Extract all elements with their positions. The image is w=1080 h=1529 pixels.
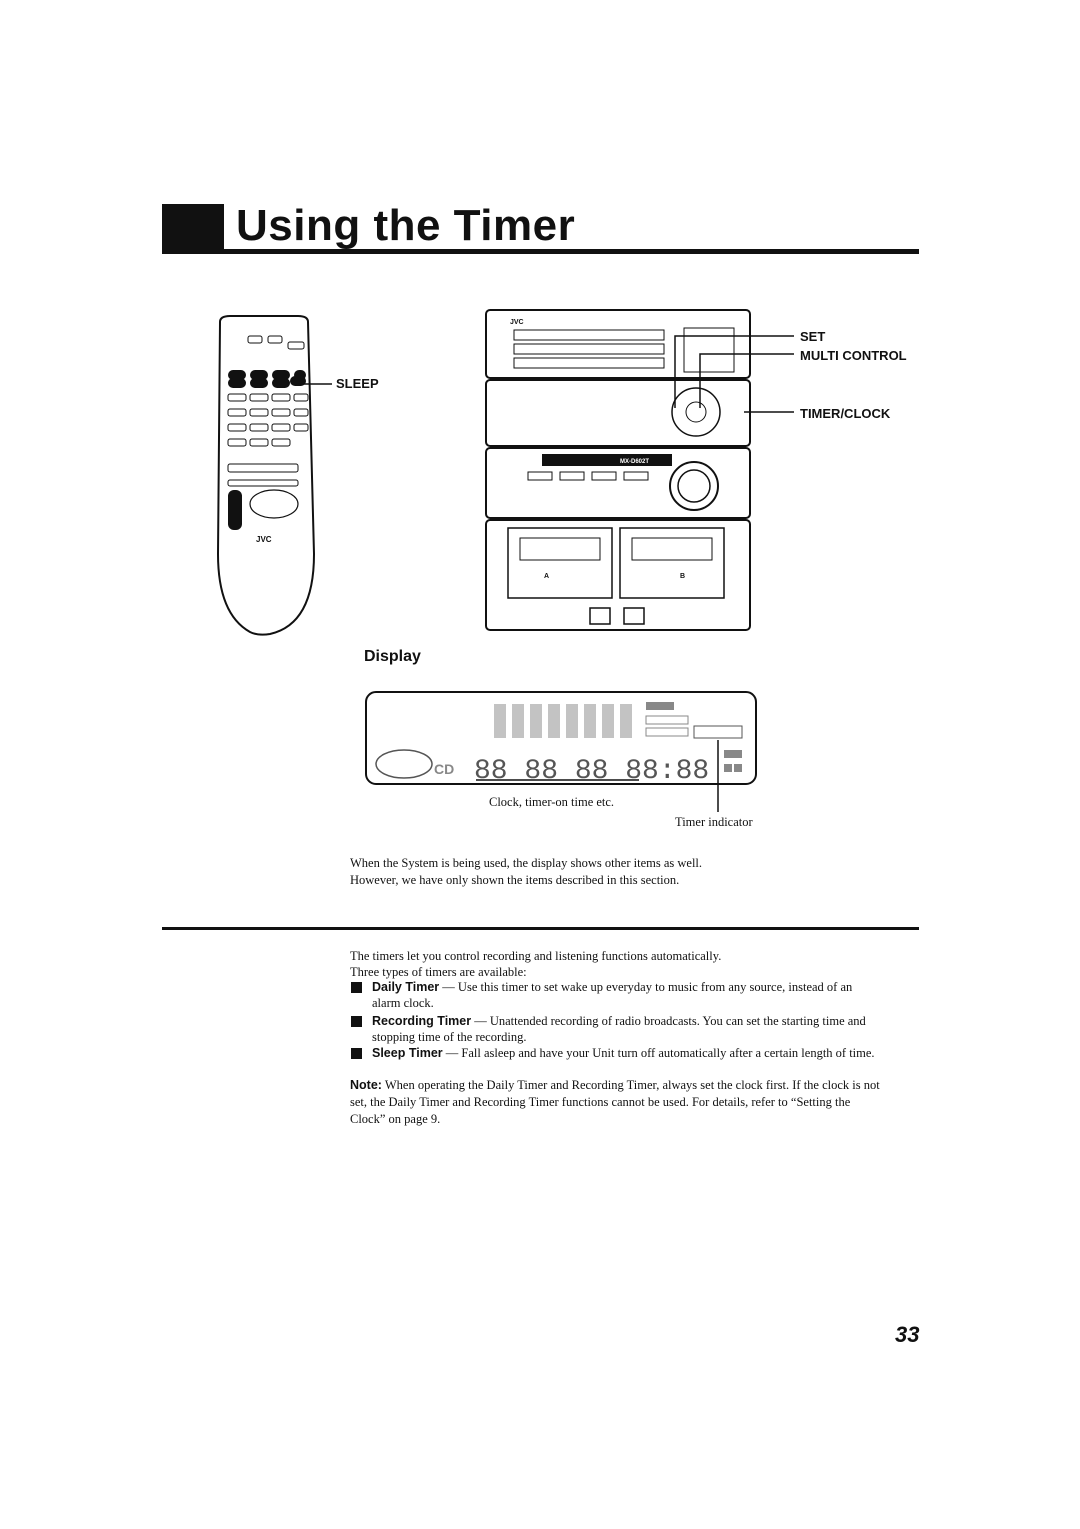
sleep-timer-name: Sleep Timer (372, 1046, 443, 1060)
note-line-2: set, the Daily Timer and Recording Timer… (350, 1095, 851, 1109)
daily-timer-name: Daily Timer (372, 980, 440, 994)
title-rule (162, 249, 919, 254)
deck-b-label: B (680, 573, 685, 580)
page-title: Using the Timer (236, 201, 576, 250)
display-digits: 88 88 88 88:88 (474, 756, 709, 787)
sleep-callout: SLEEP (336, 376, 379, 391)
recording-timer-text: — Unattended recording of radio broadcas… (471, 1014, 866, 1028)
sleep-timer-text: — Fall asleep and have your Unit turn of… (442, 1046, 875, 1060)
daily-timer-item: Daily Timer — Use this timer to set wake… (372, 979, 852, 995)
recording-timer-text-2: stopping time of the recording. (372, 1030, 527, 1044)
clock-caption: Clock, timer-on time etc. (489, 795, 615, 809)
section-rule (162, 927, 919, 930)
note-line-3: Clock” on page 9. (350, 1112, 441, 1126)
timer-indicator-caption: Timer indicator (675, 815, 753, 829)
daily-timer-text: — Use this timer to set wake up everyday… (439, 980, 853, 994)
page-number: 33 (895, 1322, 920, 1347)
display-heading: Display (364, 648, 421, 665)
note-label: Note: (350, 1078, 382, 1092)
sleep-leader-line (296, 383, 332, 385)
cd-label: CD (434, 761, 454, 777)
unit-brand: JVC (510, 319, 524, 326)
note-line-1: Note: When operating the Daily Timer and… (350, 1077, 880, 1093)
bullet-icon (351, 1048, 362, 1059)
title-block (162, 204, 224, 250)
unit-leader-lines (674, 335, 794, 413)
bullet-icon (351, 982, 362, 993)
intro-line-2: Three types of timers are available: (350, 965, 527, 979)
remote-control-illustration: JVC (216, 315, 316, 636)
unit-model: MX-D602T (620, 459, 649, 465)
timer-indicator-leader (717, 740, 719, 812)
display-panel-illustration: CD 88 88 88 88:88 (365, 691, 757, 787)
sleep-timer-item: Sleep Timer — Fall asleep and have your … (372, 1045, 875, 1061)
multi-control-callout: MULTI CONTROL (800, 348, 907, 363)
daily-timer-text-2: alarm clock. (372, 996, 434, 1010)
recording-timer-name: Recording Timer (372, 1014, 472, 1028)
recording-timer-item: Recording Timer — Unattended recording o… (372, 1013, 866, 1029)
remote-brand: JVC (256, 535, 272, 544)
main-unit-illustration: MX-D602T A B JVC (485, 309, 751, 631)
set-callout: SET (800, 329, 826, 344)
display-note-line-1: When the System is being used, the displ… (350, 856, 703, 870)
timer-clock-callout: TIMER/CLOCK (800, 406, 891, 421)
display-note-line-2: However, we have only shown the items de… (350, 873, 680, 887)
deck-a-label: A (544, 573, 549, 580)
intro-line-1: The timers let you control recording and… (350, 949, 722, 963)
note-text-1: When operating the Daily Timer and Recor… (381, 1078, 880, 1092)
bullet-icon (351, 1016, 362, 1027)
